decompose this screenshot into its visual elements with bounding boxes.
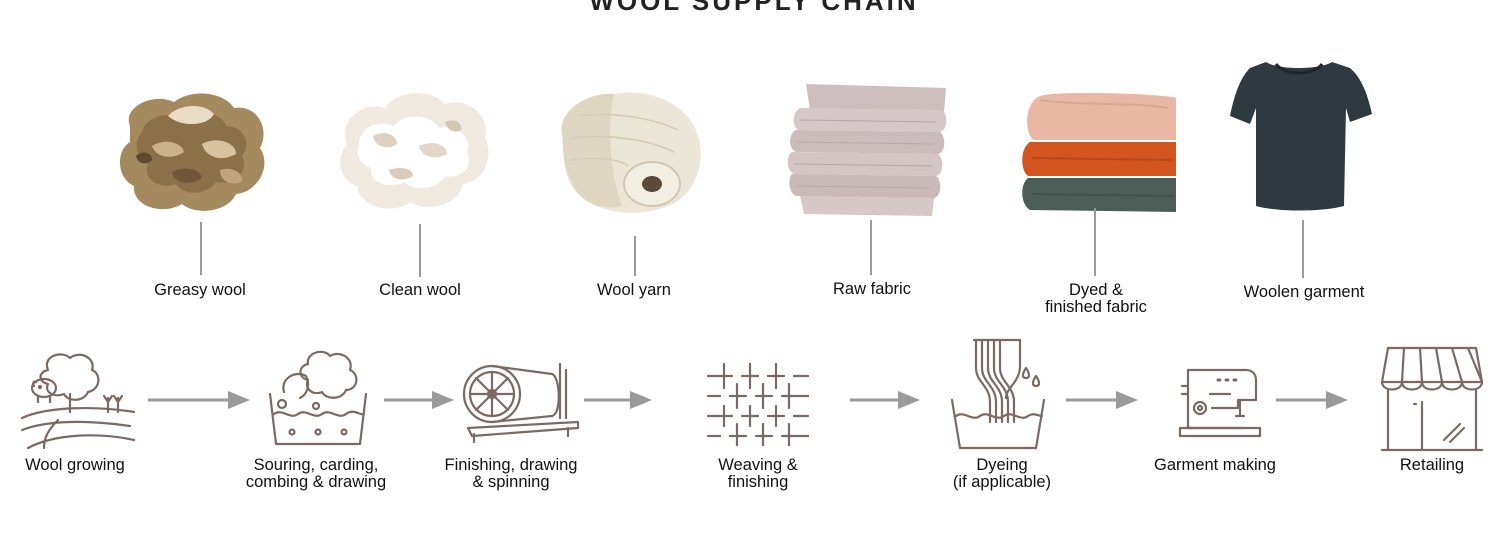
connector-line: [419, 224, 421, 277]
connector-line: [1302, 220, 1304, 278]
flow-arrow: [848, 389, 922, 416]
dyed-fabric-image: [1018, 88, 1178, 216]
diagram-title: WOOL SUPPLY CHAIN: [589, 0, 919, 16]
dye-bath-icon: [950, 338, 1046, 455]
raw-fabric-image: [786, 82, 954, 220]
connector-line: [1094, 208, 1096, 276]
product-label-clean-wool: Clean wool: [379, 281, 461, 299]
stage-label-souring: Souring, carding, combing & drawing: [245, 456, 387, 491]
connector-line: [870, 220, 872, 275]
flow-arrow: [382, 389, 456, 416]
product-label-wool-yarn: Wool yarn: [597, 281, 671, 299]
wool-yarn-image: [548, 86, 710, 218]
product-label-woolen-garment: Woolen garment: [1243, 283, 1365, 301]
flow-arrow: [1064, 389, 1140, 416]
connector-line: [200, 222, 202, 275]
stage-label-spinning: Finishing, drawing & spinning: [444, 456, 578, 491]
stage-label-dyeing: Dyeing (if applicable): [952, 456, 1052, 491]
clean-wool-image: [333, 86, 495, 218]
woolen-garment-image: [1226, 56, 1376, 214]
stage-label-wool-growing: Wool growing: [25, 456, 125, 474]
product-label-dyed-fabric: Dyed & finished fabric: [1045, 281, 1147, 316]
washing-basin-icon: [268, 348, 368, 457]
farm-tree-icon: [18, 350, 138, 455]
storefront-icon: [1380, 346, 1484, 459]
product-label-raw-fabric: Raw fabric: [833, 280, 911, 298]
connector-line: [634, 236, 636, 276]
greasy-wool-image: [112, 86, 272, 218]
stage-label-retailing: Retailing: [1399, 456, 1465, 474]
stage-label-weaving: Weaving & finishing: [718, 456, 798, 491]
spinning-wheel-icon: [460, 362, 582, 449]
stage-label-garment-making: Garment making: [1154, 456, 1276, 474]
product-label-greasy-wool: Greasy wool: [154, 281, 246, 299]
flow-arrow: [1274, 389, 1350, 416]
flow-arrow: [582, 389, 654, 416]
weave-pattern-icon: [706, 362, 810, 451]
sewing-machine-icon: [1178, 366, 1262, 447]
flow-arrow: [146, 389, 252, 416]
